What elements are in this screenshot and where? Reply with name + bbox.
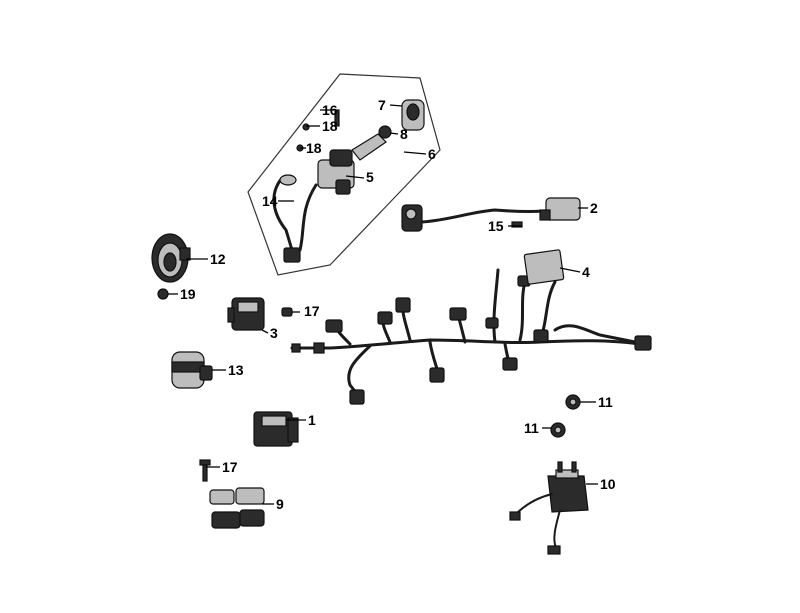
main-wire-harness [290, 268, 652, 405]
ignition-switch-assembly [272, 99, 425, 263]
callout-16: 16 [322, 102, 338, 118]
callout-10: 10 [600, 476, 616, 492]
sensor-lead-assembly [401, 197, 581, 232]
callout-18-upper: 18 [322, 118, 338, 134]
relay-screw [281, 307, 293, 317]
callout-9: 9 [276, 496, 284, 512]
callout-14: 14 [262, 193, 278, 209]
callout-7: 7 [378, 97, 386, 113]
fuse-box [523, 249, 565, 285]
regulator [253, 411, 299, 447]
flasher [171, 351, 213, 389]
relay [227, 297, 265, 331]
starter-relay [509, 461, 589, 555]
callout-12: 12 [210, 251, 226, 267]
callout-11-upper: 11 [598, 394, 613, 410]
leader-lines [168, 104, 598, 505]
callout-1: 1 [308, 412, 316, 428]
callout-4: 4 [582, 264, 590, 280]
ignition-group-outline [247, 73, 441, 276]
horn [151, 233, 191, 283]
callout-18-lower: 18 [306, 140, 322, 156]
callout-3: 3 [270, 325, 278, 341]
callout-13: 13 [228, 362, 244, 378]
nut-upper-hole [569, 398, 577, 406]
callout-8: 8 [400, 126, 408, 142]
callout-17-upper: 17 [304, 303, 320, 319]
callout-17-lower: 17 [222, 459, 238, 475]
screw-lower [199, 459, 211, 482]
callout-15: 15 [488, 218, 504, 234]
callout-19: 19 [180, 286, 196, 302]
callout-5: 5 [366, 169, 374, 185]
callout-6: 6 [428, 146, 436, 162]
callout-2: 2 [590, 200, 598, 216]
connector-set [209, 487, 265, 529]
nut-lower-hole [554, 426, 562, 434]
horn-bolt [157, 288, 169, 300]
callout-11-lower: 11 [524, 420, 539, 436]
